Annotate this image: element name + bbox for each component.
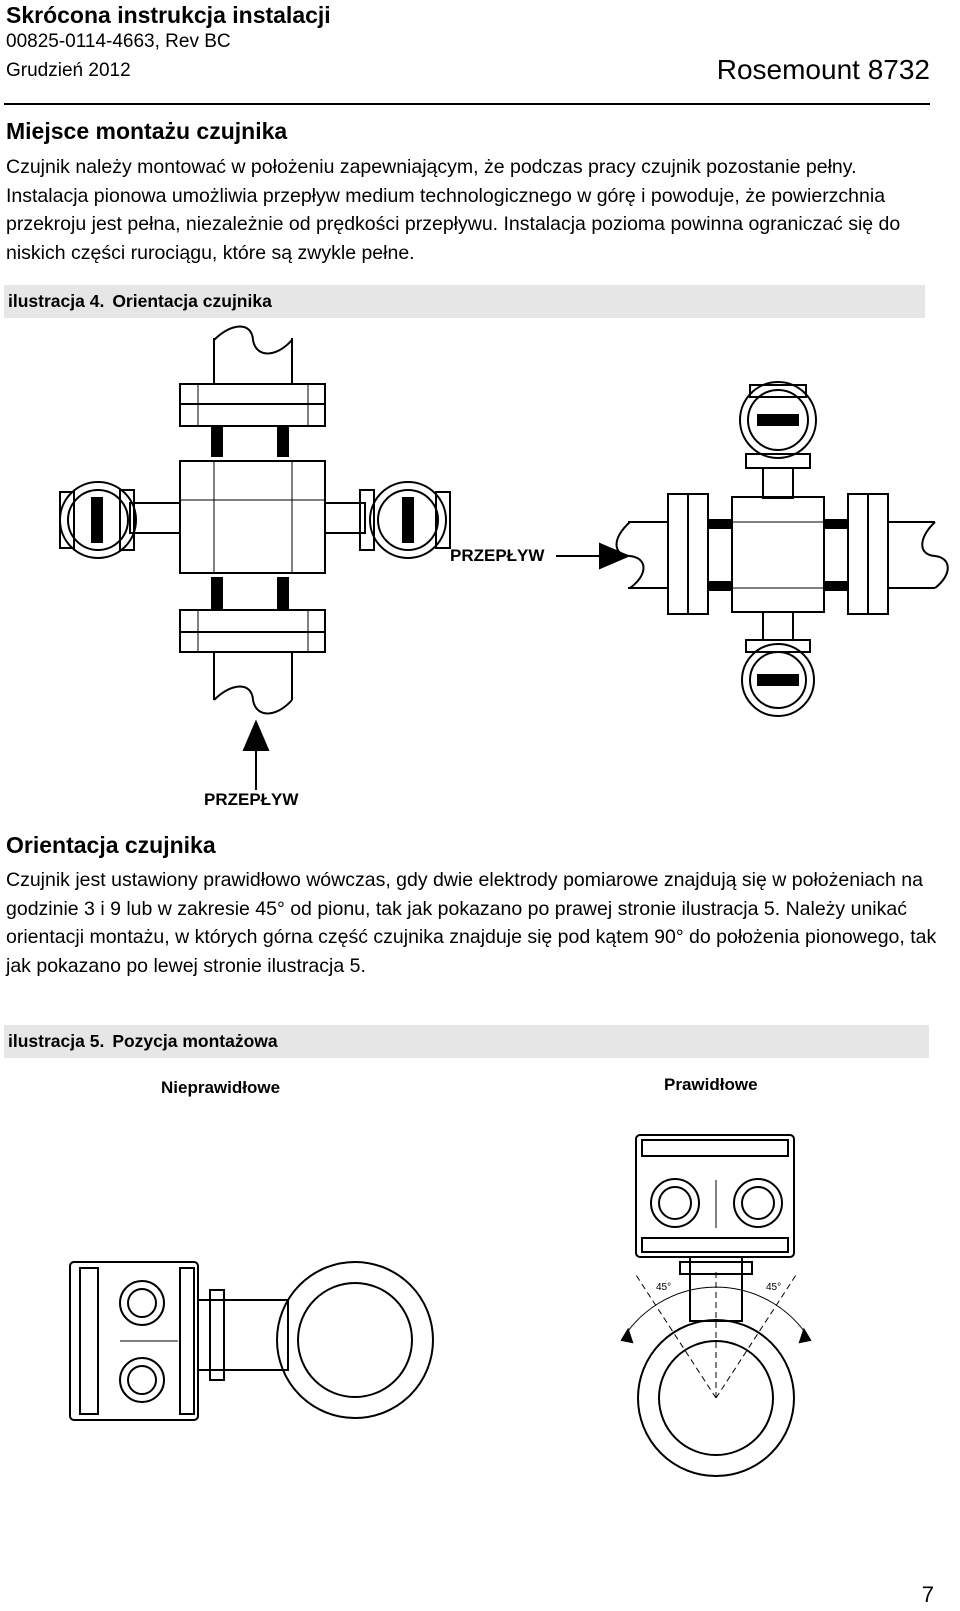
figure4-number: ilustracja 4. — [8, 291, 105, 311]
figure5-caption-bar: ilustracja 5. Pozycja montażowa — [4, 1025, 929, 1058]
header-divider — [4, 103, 930, 105]
figure5-number: ilustracja 5. — [8, 1031, 105, 1051]
page-number: 7 — [921, 1582, 934, 1607]
figure4-caption-bar: ilustracja 4. Orientacja czujnika — [4, 285, 925, 318]
figure4-flow-label-horizontal: PRZEPŁYW — [450, 546, 545, 565]
figure5-label-correct: Prawidłowe — [664, 1075, 758, 1094]
figure4-horizontal-sensor-drawing — [556, 381, 949, 717]
figure4-caption: Orientacja czujnika — [112, 291, 272, 311]
document-number: 00825-0114-4663, Rev BC — [6, 31, 231, 52]
figure5-angle-right: 45° — [766, 1282, 781, 1293]
product-name: Rosemount 8732 — [716, 54, 930, 85]
document-date: Grudzień 2012 — [6, 60, 131, 81]
figure4-flow-label-vertical: PRZEPŁYW — [204, 790, 299, 809]
figure5-caption: Pozycja montażowa — [112, 1031, 278, 1051]
section-heading-sensor-orientation: Orientacja czujnika — [6, 832, 216, 858]
figure4-vertical-sensor-drawing — [59, 325, 451, 790]
figure5-incorrect-drawing — [69, 1261, 434, 1421]
figure5-label-incorrect: Nieprawidłowe — [161, 1078, 281, 1097]
document-title: Skrócona instrukcja instalacji — [6, 2, 331, 28]
figure5-correct-drawing: 45° 45° — [620, 1134, 812, 1477]
figure5-angle-left: 45° — [656, 1282, 671, 1293]
section-paragraph-mounting-location: Czujnik należy montować w położeniu zape… — [6, 156, 901, 265]
section-paragraph-sensor-orientation: Czujnik jest ustawiony prawidłowo wówcza… — [6, 869, 937, 978]
section-heading-mounting-location: Miejsce montażu czujnika — [6, 118, 288, 144]
